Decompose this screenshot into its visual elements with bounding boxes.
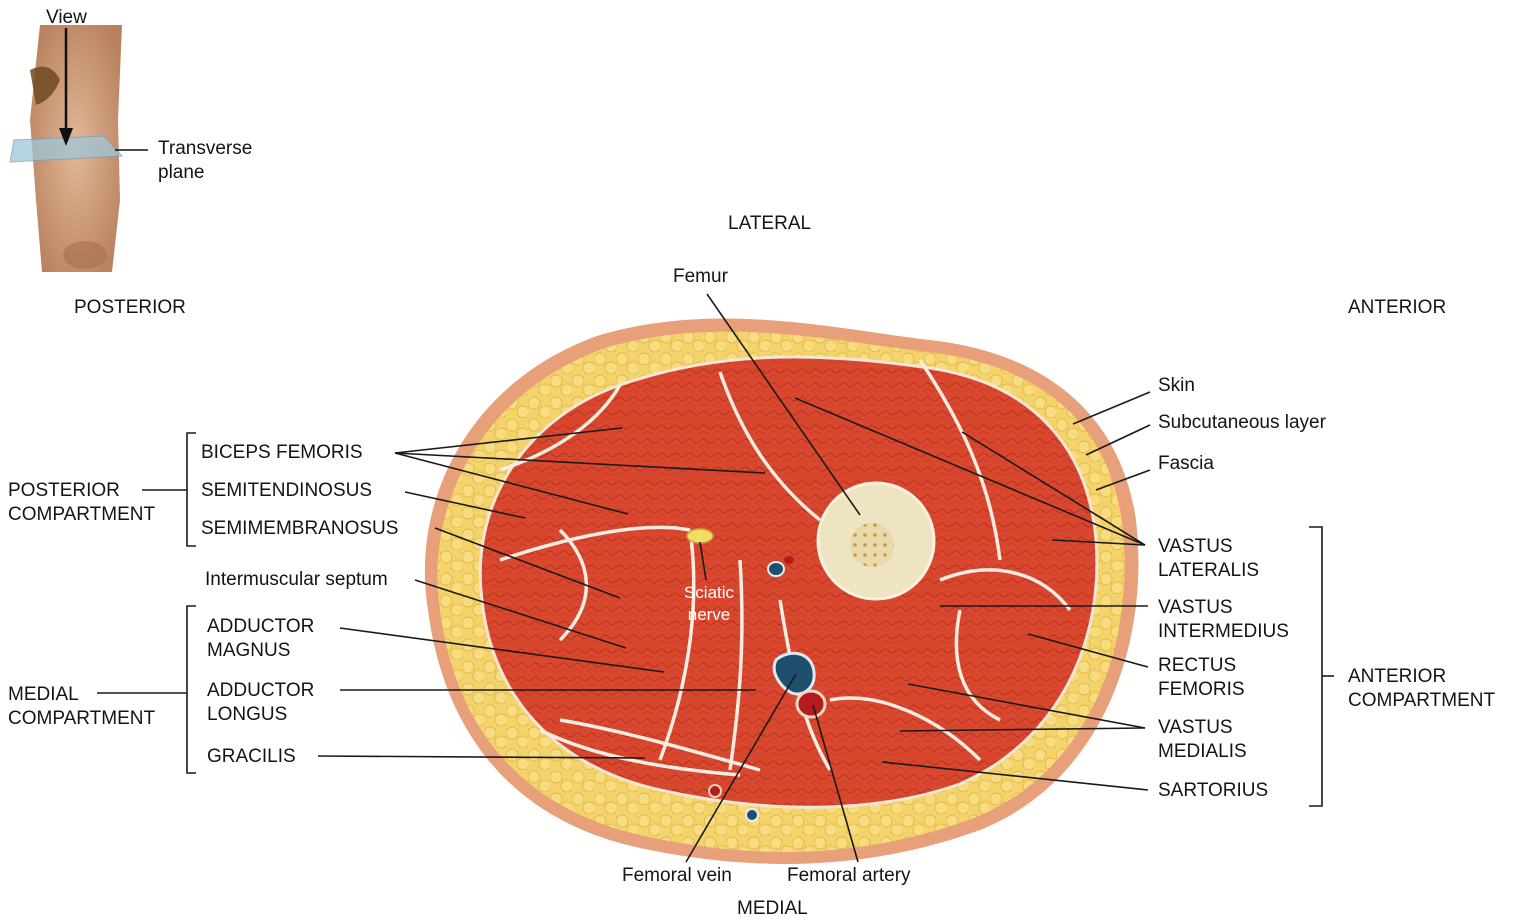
label-adductor-magnus-1: ADDUCTOR [207, 615, 314, 639]
thigh-section [425, 318, 1139, 863]
orientation-lateral: LATERAL [728, 212, 811, 236]
view-label: View [46, 6, 87, 30]
label-adductor-magnus-2: MAGNUS [207, 639, 290, 663]
plane-label-line1: Transverse [158, 137, 252, 161]
medial-compartment-1: MEDIAL [8, 683, 79, 707]
posterior-compartment-1: POSTERIOR [8, 479, 120, 503]
label-adductor-longus-1: ADDUCTOR [207, 679, 314, 703]
plane-label-line2: plane [158, 161, 205, 185]
medial-compartment-2: COMPARTMENT [8, 707, 155, 731]
label-femur: Femur [673, 265, 728, 289]
anterior-compartment-2: COMPARTMENT [1348, 689, 1495, 713]
label-vastus-intermedius-1: VASTUS [1158, 596, 1233, 620]
posterior-compartment-2: COMPARTMENT [8, 503, 155, 527]
anterior-compartment-1: ANTERIOR [1348, 665, 1446, 689]
label-vastus-intermedius-2: INTERMEDIUS [1158, 620, 1289, 644]
label-subcutaneous: Subcutaneous layer [1158, 411, 1326, 435]
inset-leg-illustration [10, 25, 148, 272]
label-intermuscular-septum: Intermuscular septum [205, 568, 388, 592]
orientation-posterior: POSTERIOR [74, 296, 186, 320]
muscle-mass [480, 357, 1097, 807]
label-semimembranosus: SEMIMEMBRANOSUS [201, 517, 398, 541]
label-vastus-lateralis-2: LATERALIS [1158, 559, 1259, 583]
label-rectus-femoris-1: RECTUS [1158, 654, 1236, 678]
label-biceps-femoris: BICEPS FEMORIS [201, 441, 363, 465]
femoral-artery [797, 691, 825, 717]
sciatic-nerve [687, 529, 713, 543]
orientation-medial: MEDIAL [737, 897, 808, 921]
label-femoral-vein: Femoral vein [622, 864, 732, 888]
label-rectus-femoris-2: FEMORIS [1158, 678, 1245, 702]
label-fascia: Fascia [1158, 452, 1214, 476]
label-vastus-lateralis-1: VASTUS [1158, 535, 1233, 559]
label-femoral-artery: Femoral artery [787, 864, 911, 888]
label-semitendinosus: SEMITENDINOSUS [201, 479, 372, 503]
label-vastus-medialis-2: MEDIALIS [1158, 740, 1247, 764]
label-gracilis: GRACILIS [207, 745, 296, 769]
orientation-anterior: ANTERIOR [1348, 296, 1446, 320]
label-vastus-medialis-1: VASTUS [1158, 716, 1233, 740]
label-sciatic-2: nerve [672, 604, 746, 625]
label-adductor-longus-2: LONGUS [207, 703, 287, 727]
label-skin: Skin [1158, 374, 1195, 398]
label-sartorius: SARTORIUS [1158, 779, 1268, 803]
label-sciatic-1: Sciatic [672, 582, 746, 603]
